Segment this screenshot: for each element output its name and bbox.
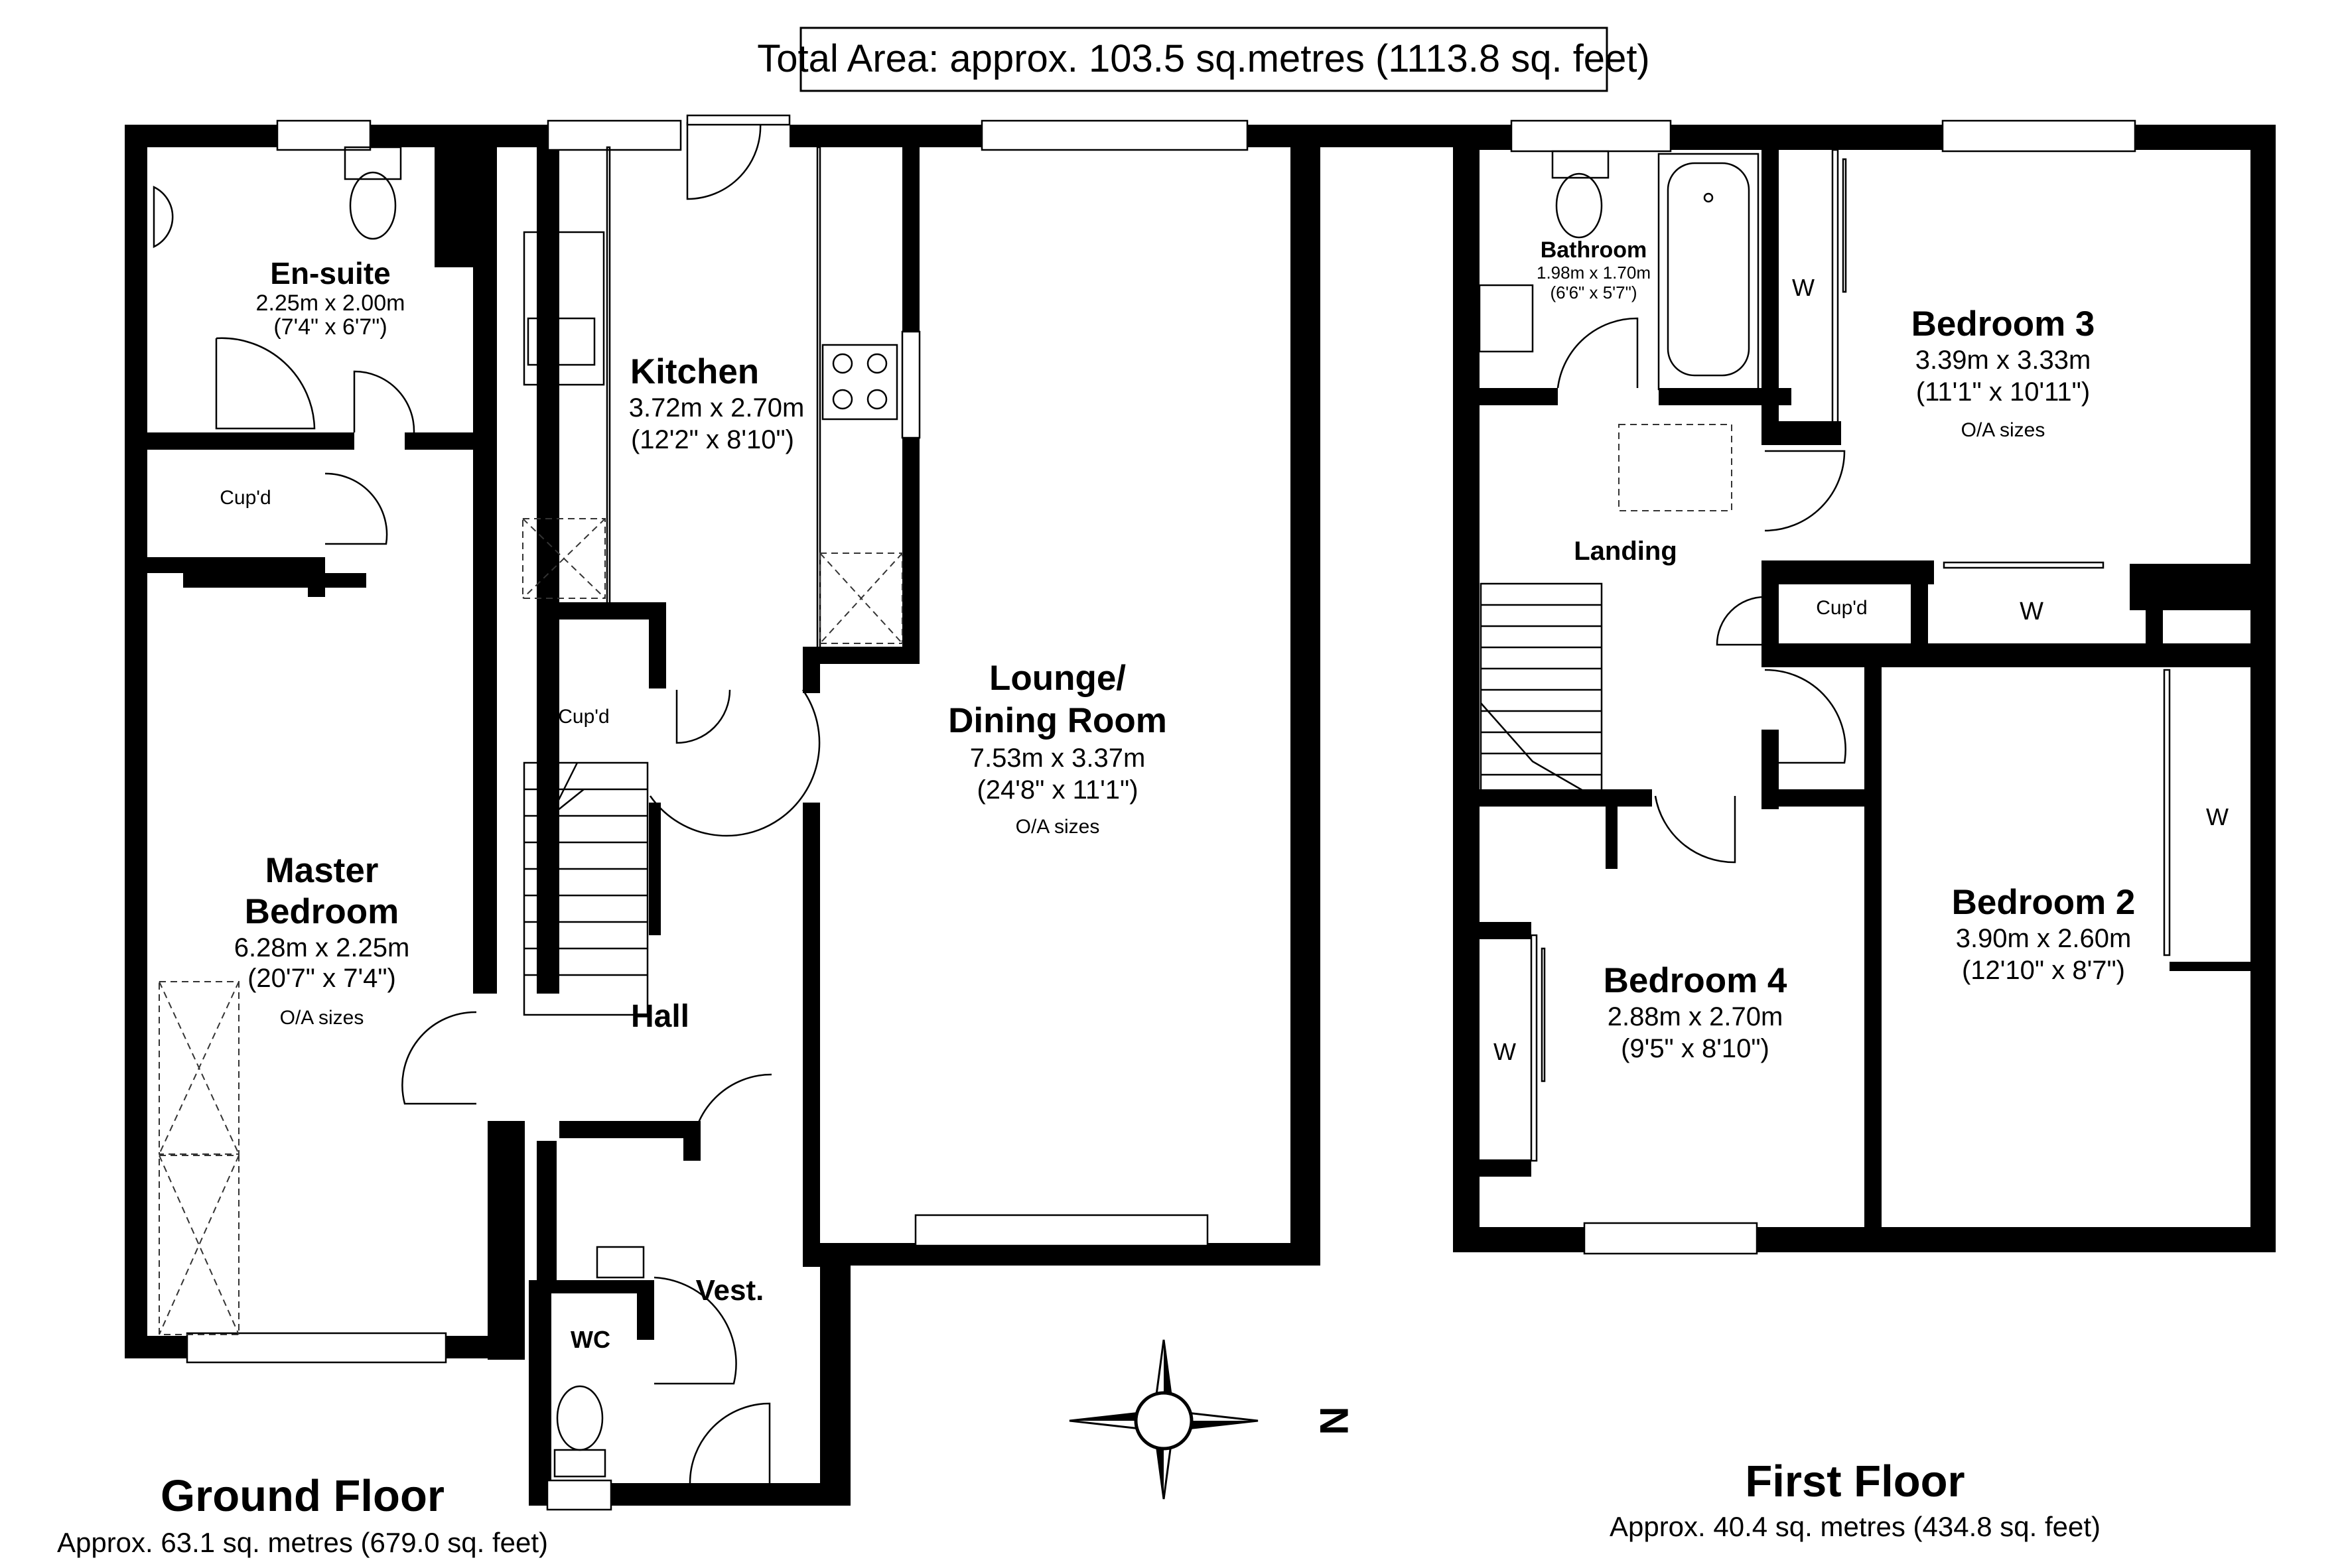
bath-basin-icon — [1478, 284, 1534, 353]
first-floor-doors — [1556, 317, 1846, 864]
ground-floor-walls — [125, 125, 1984, 1506]
ensuite-imperial: (7'4" x 6'7") — [273, 314, 387, 340]
ground-floor-fixtures — [153, 146, 921, 1478]
total-area-box: Total Area: approx. 103.5 sq.metres (111… — [757, 27, 1650, 92]
wardrobe-cross — [159, 981, 240, 1335]
shower-icon — [215, 337, 316, 430]
lounge-metric: 7.53m x 3.37m — [970, 744, 1146, 773]
bedroom3-metric: 3.39m x 3.33m — [1915, 346, 2091, 375]
landing-stairs-icon — [1480, 582, 1603, 797]
first-floor-walls — [1453, 125, 2276, 1252]
first-floor-area: Approx. 40.4 sq. metres (434.8 sq. feet) — [1610, 1511, 2101, 1542]
ground-floor-windows — [186, 119, 1249, 1511]
wardrobe-landing-label: W — [2020, 598, 2043, 625]
wardrobe-bed3-label: W — [1792, 274, 1815, 301]
hob-icon — [821, 344, 898, 421]
bedroom4-name: Bedroom 4 — [1604, 961, 1787, 1000]
hall-name: Hall — [631, 999, 689, 1034]
ground-floor-labels: En-suite 2.25m x 2.00m (7'4" x 6'7") Cup… — [57, 256, 1167, 1558]
bathroom-metric: 1.98m x 1.70m — [1537, 263, 1651, 283]
landing-name: Landing — [1574, 537, 1677, 566]
bedroom3-name: Bedroom 3 — [1911, 304, 2095, 344]
lounge-imperial: (24'8" x 11'1") — [977, 775, 1138, 805]
master-imperial: (20'7" x 7'4") — [247, 964, 396, 993]
wardrobe-bed4-label: W — [1493, 1038, 1516, 1065]
bedroom4-imperial: (9'5" x 8'10") — [1621, 1034, 1769, 1063]
wc-toilet-icon — [556, 1385, 604, 1451]
bath-toilet-icon — [1555, 172, 1603, 239]
master-name-line1: Master — [265, 851, 379, 890]
bathroom-imperial: (6'6" x 5'7") — [1551, 283, 1637, 302]
ground-floor-plan: En-suite 2.25m x 2.00m (7'4" x 6'7") Cup… — [57, 114, 1984, 1558]
wardrobe-bed3 — [1831, 149, 1847, 430]
lounge-name-line2: Dining Room — [948, 701, 1167, 740]
ensuite-name: En-suite — [270, 256, 390, 291]
first-floor-plan: Bathroom 1.98m x 1.70m (6'6" x 5'7") W B… — [1453, 119, 2276, 1542]
first-floor-fixtures — [1478, 149, 2171, 1162]
wardrobe-bed2-label: W — [2206, 803, 2229, 830]
bedroom3-note: O/A sizes — [1961, 419, 2045, 441]
master-note: O/A sizes — [280, 1007, 364, 1029]
cupd-stairs-label: Cup'd — [558, 706, 609, 728]
kitchen-cabinet-cross — [522, 518, 903, 644]
ensuite-metric: 2.25m x 2.00m — [256, 291, 405, 316]
master-metric: 6.28m x 2.25m — [234, 933, 410, 962]
lounge-name-line1: Lounge/ — [989, 659, 1126, 698]
ground-floor-area: Approx. 63.1 sq. metres (679.0 sq. feet) — [57, 1527, 548, 1558]
total-area-text: Total Area: approx. 103.5 sq.metres (111… — [757, 37, 1650, 80]
kitchen-metric: 3.72m x 2.70m — [629, 393, 805, 423]
bedroom2-imperial: (12'10" x 8'7") — [1962, 956, 2125, 985]
sink-icon — [527, 317, 596, 366]
north-label: N — [1312, 1406, 1356, 1435]
ground-floor-title: Ground Floor — [161, 1471, 445, 1521]
bedroom2-metric: 3.90m x 2.60m — [1956, 924, 2132, 953]
first-floor-labels: Bathroom 1.98m x 1.70m (6'6" x 5'7") W B… — [1493, 237, 2229, 1542]
master-name-line2: Bedroom — [245, 892, 399, 931]
lounge-note: O/A sizes — [1016, 816, 1100, 838]
kitchen-name: Kitchen — [630, 352, 759, 391]
stairs-icon — [523, 761, 649, 1016]
kitchen-imperial: (12'2" x 8'10") — [631, 425, 794, 454]
landing-cupd-label: Cup'd — [1816, 597, 1867, 619]
toilet-icon — [349, 171, 397, 240]
bathtub-icon — [1657, 153, 1760, 391]
wc-basin-icon — [596, 1246, 645, 1279]
bathroom-name: Bathroom — [1541, 237, 1647, 263]
compass: N — [1069, 1339, 1356, 1500]
bedroom3-imperial: (11'1" x 10'11") — [1916, 377, 2090, 407]
cupd-master-label: Cup'd — [220, 487, 271, 509]
ground-floor-doors — [324, 114, 821, 1484]
first-floor-windows — [1510, 119, 2136, 1255]
bedroom4-metric: 2.88m x 2.70m — [1608, 1002, 1783, 1031]
wc-name: WC — [571, 1326, 610, 1353]
first-floor-title: First Floor — [1745, 1457, 1965, 1506]
basin-icon — [153, 186, 174, 248]
bedroom2-name: Bedroom 2 — [1952, 883, 2136, 922]
vest-name: Vest. — [696, 1274, 764, 1307]
